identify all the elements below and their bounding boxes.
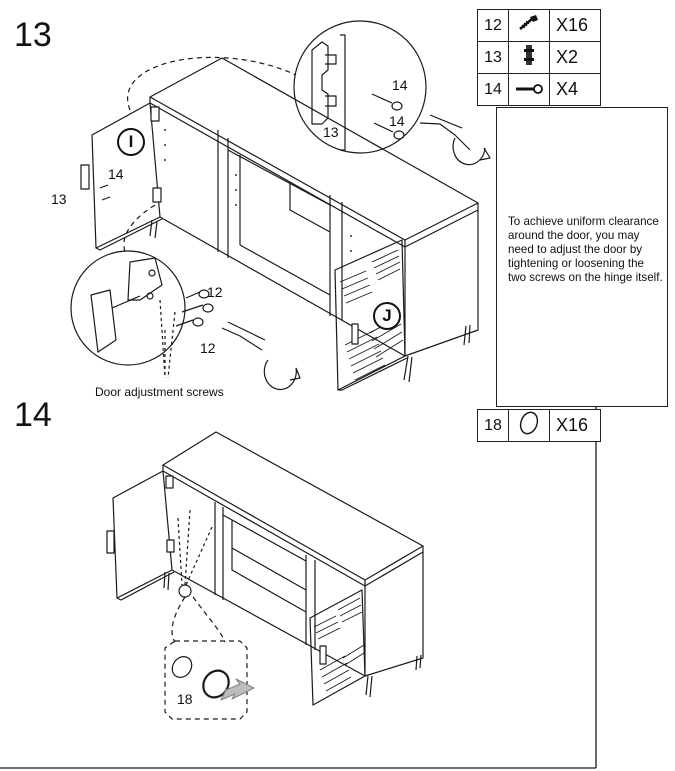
callout-12-b: 12 xyxy=(200,340,216,356)
detail-cap-box xyxy=(164,640,255,720)
adjustment-note-box: To achieve uniform clearance around the … xyxy=(496,107,668,407)
parts-table-step13: 12 X16 13 X2 14 X4 xyxy=(477,9,601,106)
parts-row: 13 X2 xyxy=(477,41,601,74)
callout-13-a: 13 xyxy=(323,124,339,140)
detail-hinge-plate-magnifier xyxy=(127,20,491,166)
part-qty: X4 xyxy=(549,73,601,106)
door-label-j: J xyxy=(373,302,401,330)
part-id: 18 xyxy=(477,409,509,442)
parts-row: 12 X16 xyxy=(477,9,601,42)
adjustment-note-text: To achieve uniform clearance around the … xyxy=(508,215,663,284)
callout-14-a: 14 xyxy=(392,77,408,93)
callout-13-b: 13 xyxy=(51,191,67,207)
part-id: 13 xyxy=(477,41,509,74)
callout-12-a: 12 xyxy=(207,284,223,300)
screw-icon xyxy=(508,9,550,42)
cap-icon xyxy=(508,409,550,442)
part-qty: X16 xyxy=(549,409,601,442)
hinge-plate-icon xyxy=(508,41,550,74)
part-qty: X2 xyxy=(549,41,601,74)
long-screw-icon xyxy=(508,73,550,106)
callout-14-c: 14 xyxy=(108,166,124,182)
cabinet-step13 xyxy=(80,57,479,391)
detail-hinge-adjust-magnifier xyxy=(70,204,301,391)
part-id: 14 xyxy=(477,73,509,106)
adjust-screws-caption: Door adjustment screws xyxy=(95,385,224,399)
parts-table-step14: 18 X16 xyxy=(477,409,601,442)
part-id: 12 xyxy=(477,9,509,42)
parts-row: 18 X16 xyxy=(477,409,601,442)
cabinet-step14 xyxy=(106,431,424,706)
door-label-i: I xyxy=(117,128,145,156)
step-number-14: 14 xyxy=(14,396,52,434)
parts-row: 14 X4 xyxy=(477,73,601,106)
callout-18: 18 xyxy=(177,691,193,707)
part-qty: X16 xyxy=(549,9,601,42)
step-number-13: 13 xyxy=(14,16,52,54)
callout-14-b: 14 xyxy=(389,113,405,129)
